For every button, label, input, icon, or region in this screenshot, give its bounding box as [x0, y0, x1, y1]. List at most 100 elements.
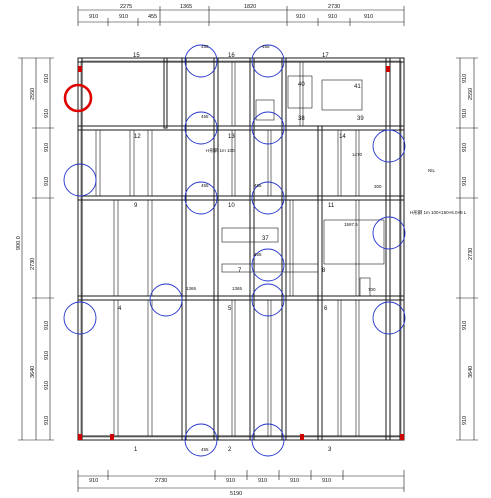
marker-circle — [372, 129, 406, 163]
structural-frame — [77, 57, 405, 441]
top-dim-sub-5: 910 — [328, 14, 337, 20]
marker-circle — [63, 301, 97, 335]
beam-label: 300 — [374, 184, 382, 189]
room-label: 15 — [133, 53, 140, 59]
right-dim-inner-2: 910 — [462, 109, 468, 118]
left-dim-inner-8: 910 — [44, 416, 50, 425]
bottom-dim-4: 910 — [258, 478, 267, 484]
room-label: 9 — [134, 203, 138, 209]
right-dim-inner-6: 910 — [462, 416, 468, 425]
top-dim-label-3: 1820 — [244, 4, 256, 10]
right-dimension-group — [456, 57, 478, 441]
top-dim-sub-3: 455 — [148, 14, 157, 20]
room-label: 13 — [228, 134, 235, 140]
room-label: 41 — [354, 84, 361, 90]
beam-label: 1597.5 — [344, 222, 358, 227]
beam-label: 455 — [201, 447, 209, 452]
right-dim-inner-1: 910 — [462, 74, 468, 83]
beam-label: 1365 — [232, 286, 243, 291]
right-dim-inner-3: 910 — [462, 143, 468, 152]
left-dim-inner-5: 910 — [44, 321, 50, 330]
room-label: 6 — [324, 306, 328, 312]
marker-circle — [251, 111, 285, 145]
left-dim-inner-3: 910 — [44, 143, 50, 152]
beam-label: 455 — [254, 252, 262, 257]
bottom-dim-total: 5190 — [230, 491, 242, 497]
left-dimension-group — [18, 57, 54, 441]
beam-label: 1470 — [352, 152, 363, 157]
marker-circle — [251, 44, 285, 78]
room-label: 5 — [228, 306, 232, 312]
beam-label: 455 — [262, 44, 270, 49]
left-dim-outer-3: 3640 — [30, 366, 36, 378]
top-dim-sub-2: 910 — [119, 14, 128, 20]
room-label: 10 — [228, 203, 235, 209]
bottom-dim-6: 910 — [322, 478, 331, 484]
top-dim-sub-4: 910 — [296, 14, 305, 20]
right-dim-outer-2: 2730 — [468, 248, 474, 260]
right-dim-inner-4: 910 — [462, 177, 468, 186]
marker-circle — [372, 216, 406, 250]
corner-marks — [78, 66, 404, 440]
top-dim-label-2: 1365 — [180, 4, 192, 10]
highlight-circle — [63, 83, 93, 113]
room-label: 37 — [262, 236, 269, 242]
right-dim-outer-3: 3640 — [468, 366, 474, 378]
marker-circle — [184, 423, 218, 457]
room-label: 1 — [134, 447, 138, 453]
room-label: 11 — [328, 203, 335, 209]
marker-circle — [251, 423, 285, 457]
marker-circle — [184, 181, 218, 215]
bottom-dim-1: 910 — [89, 478, 98, 484]
left-dim-total: 900.0 — [16, 236, 22, 250]
right-dim-texts: 2550 2730 3640 910 910 910 910 910 910 — [462, 74, 474, 425]
bottom-dim-5: 910 — [290, 478, 299, 484]
left-dim-inner-7: 910 — [44, 381, 50, 390]
beam-label: 455 — [254, 183, 262, 188]
left-dim-texts: 900.0 2550 2730 3640 910 910 910 910 910… — [16, 74, 50, 425]
left-dim-inner-2: 910 — [44, 109, 50, 118]
marker-circles — [63, 44, 406, 457]
left-dim-outer-1: 2550 — [30, 88, 36, 100]
beam-label: 700 — [368, 287, 376, 292]
room-label: 38 — [298, 116, 305, 122]
top-dim-label-1: 2275 — [120, 4, 132, 10]
marker-circle — [63, 163, 97, 197]
room-labels: 15 16 17 40 41 38 39 12 13 14 9 10 11 37… — [118, 53, 364, 453]
bottom-dim-3: 910 — [226, 478, 235, 484]
marker-circle — [149, 283, 183, 317]
top-dimension-group — [77, 6, 405, 26]
left-dim-inner-4: 910 — [44, 177, 50, 186]
left-dim-outer-2: 2730 — [30, 258, 36, 270]
right-dim-outer-1: 2550 — [468, 88, 474, 100]
beam-label: 1365 — [186, 286, 197, 291]
marker-circle — [184, 111, 218, 145]
beam-label: 455 — [201, 183, 209, 188]
room-label: 4 — [118, 306, 122, 312]
annotation-label: NIL — [428, 168, 436, 173]
marker-circle — [251, 283, 285, 317]
room-label: 16 — [228, 53, 235, 59]
annotation-label: H形鋼 1m 100 — [206, 147, 235, 154]
room-label: 8 — [322, 268, 326, 274]
room-label: 17 — [322, 53, 329, 59]
right-dim-inner-5: 910 — [462, 321, 468, 330]
room-label: 3 — [328, 447, 332, 453]
room-label: 39 — [357, 116, 364, 122]
room-label: 14 — [339, 134, 346, 140]
annotation-label: H形鋼 1m 100×150×6.0×8 L — [410, 209, 467, 216]
marker-circle — [184, 44, 218, 78]
bottom-dimension-group — [77, 470, 405, 492]
top-dim-sub-1: 910 — [89, 14, 98, 20]
top-dim-sub-6: 910 — [364, 14, 373, 20]
bottom-dim-2: 2730 — [155, 478, 167, 484]
marker-circle — [251, 181, 285, 215]
room-label: 2 — [228, 447, 232, 453]
top-dim-label-4: 2730 — [328, 4, 340, 10]
left-dim-inner-1: 910 — [44, 74, 50, 83]
beam-labels: 455 455 455 455 455 455 455 1365 1365 14… — [186, 44, 467, 452]
marker-circle — [251, 248, 285, 282]
beam-label: 455 — [201, 114, 209, 119]
